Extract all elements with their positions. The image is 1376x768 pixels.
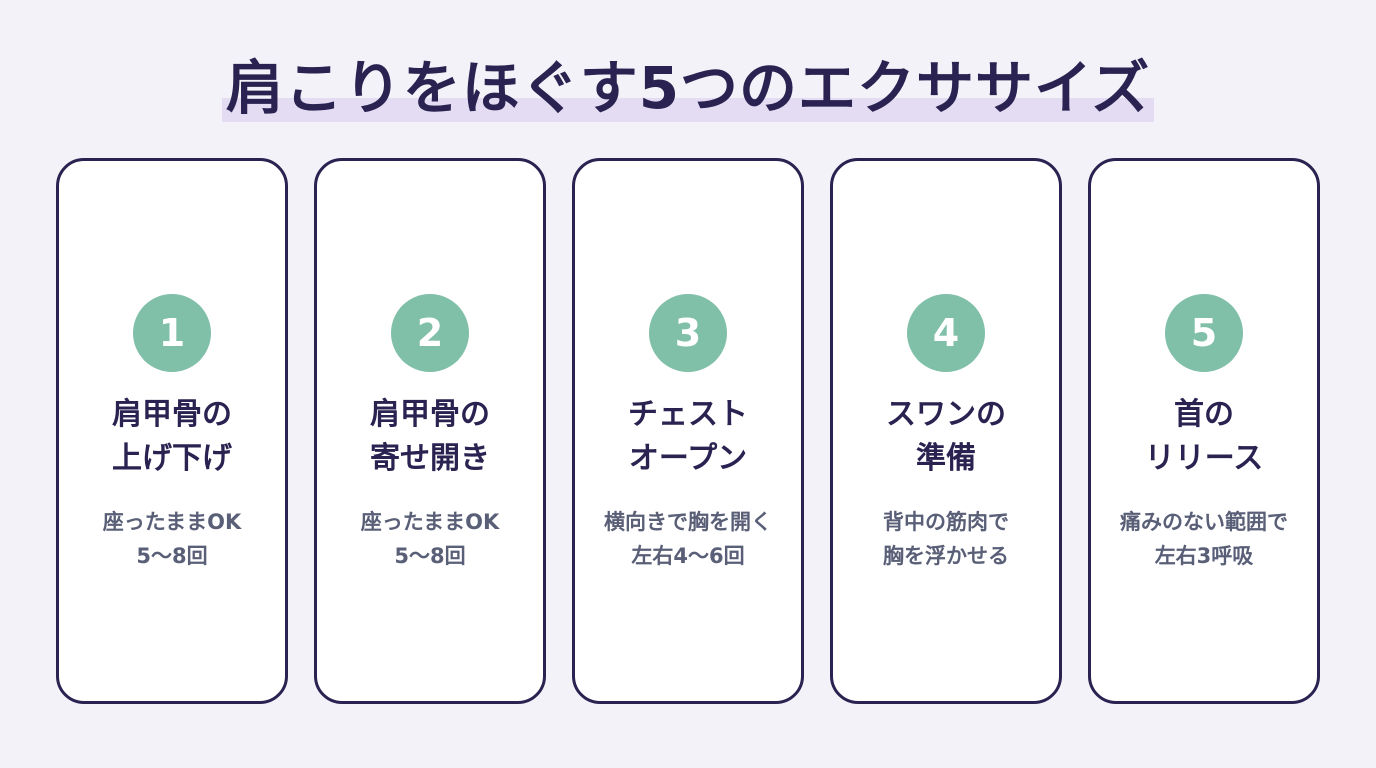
step-number-badge: 2 [391,294,469,372]
card-description: 座ったままOK 5〜8回 [317,505,543,573]
card-title: スワンの 準備 [833,393,1059,481]
card-title-line2: リリース [1144,441,1264,476]
card-title: 肩甲骨の 上げ下げ [59,393,285,481]
card-description: 横向きで胸を開く 左右4〜6回 [575,505,801,573]
card-description: 背中の筋肉で 胸を浮かせる [833,505,1059,573]
card-desc-line2: 左右4〜6回 [631,544,745,568]
card-desc-line2: 左右3呼吸 [1154,544,1254,568]
page-title-text: 肩こりをほぐす5つのエクササイズ [225,54,1151,122]
title-area: 肩こりをほぐす5つのエクササイズ [0,52,1376,124]
card-desc-line2: 胸を浮かせる [883,544,1009,568]
step-number-badge: 5 [1165,294,1243,372]
card-desc-line1: 痛みのない範囲で [1120,510,1288,534]
card-title-line1: チェスト [628,397,748,432]
card-title-line2: 準備 [916,441,976,476]
title-highlight [221,98,1155,122]
card-title-line1: 肩甲骨の [370,397,490,432]
exercise-card-2: 2 肩甲骨の 寄せ開き 座ったままOK 5〜8回 [314,158,546,704]
step-number-badge: 3 [649,294,727,372]
card-title: 肩甲骨の 寄せ開き [317,393,543,481]
step-number-badge: 1 [133,294,211,372]
card-title-line1: 首の [1174,397,1234,432]
card-title-line1: スワンの [886,397,1006,432]
card-title: 首の リリース [1091,393,1317,481]
card-title-line2: オープン [628,441,748,476]
card-desc-line2: 5〜8回 [394,544,466,568]
exercise-card-3: 3 チェスト オープン 横向きで胸を開く 左右4〜6回 [572,158,804,704]
card-desc-line1: 横向きで胸を開く [604,510,772,534]
card-desc-line1: 背中の筋肉で [883,510,1009,534]
card-desc-line1: 座ったままOK [102,510,242,534]
card-title-line2: 寄せ開き [370,441,490,476]
card-desc-line2: 5〜8回 [136,544,208,568]
card-title-line1: 肩甲骨の [112,397,232,432]
card-description: 痛みのない範囲で 左右3呼吸 [1091,505,1317,573]
card-title: チェスト オープン [575,393,801,481]
exercise-card-4: 4 スワンの 準備 背中の筋肉で 胸を浮かせる [830,158,1062,704]
exercise-card-5: 5 首の リリース 痛みのない範囲で 左右3呼吸 [1088,158,1320,704]
page-title: 肩こりをほぐす5つのエクササイズ [221,52,1155,124]
card-title-line2: 上げ下げ [112,441,232,476]
exercise-card-1: 1 肩甲骨の 上げ下げ 座ったままOK 5〜8回 [56,158,288,704]
step-number-badge: 4 [907,294,985,372]
card-description: 座ったままOK 5〜8回 [59,505,285,573]
exercise-cards: 1 肩甲骨の 上げ下げ 座ったままOK 5〜8回 2 肩甲骨の 寄せ開き 座った… [56,158,1320,704]
card-desc-line1: 座ったままOK [360,510,500,534]
